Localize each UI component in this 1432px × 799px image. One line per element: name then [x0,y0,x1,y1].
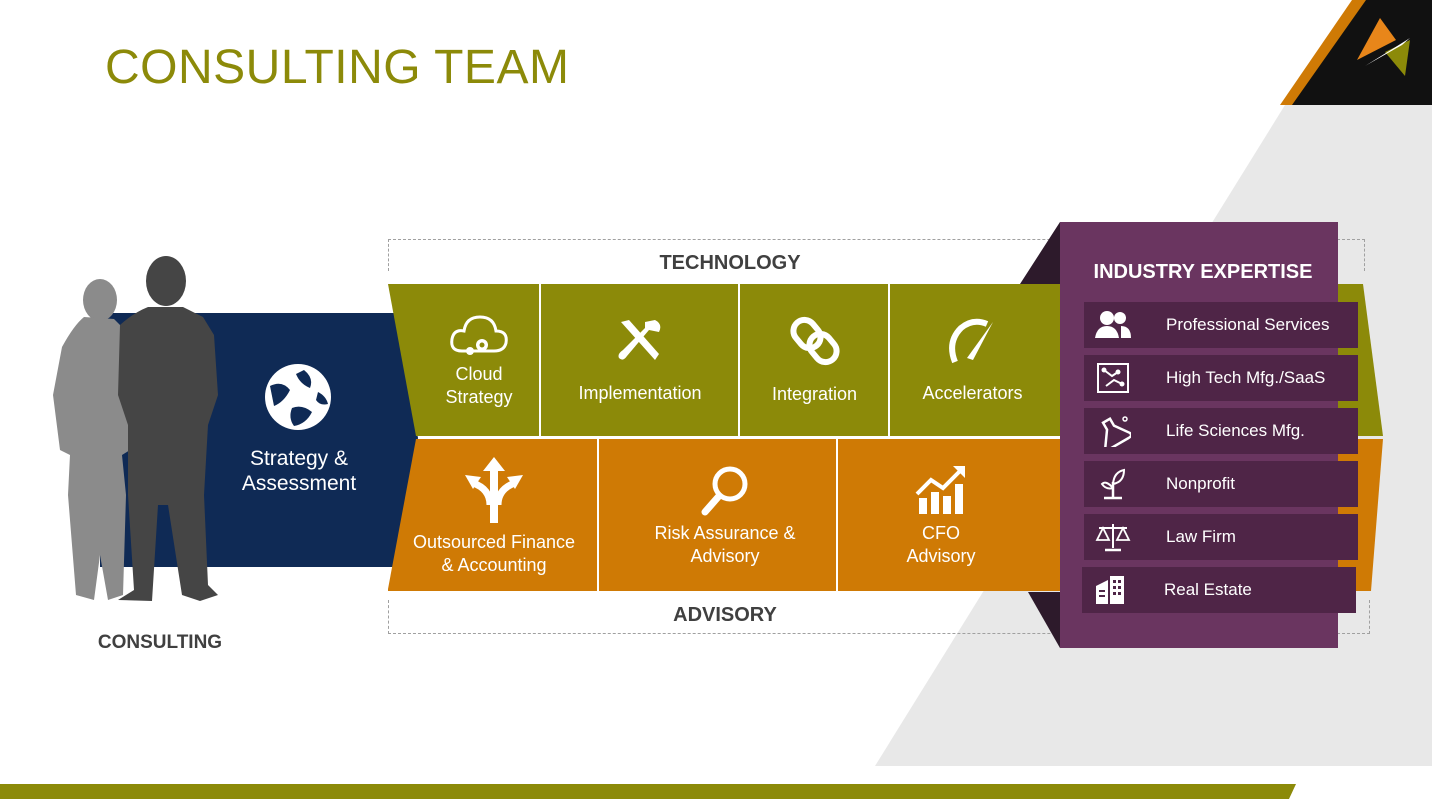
tech-item-integration: Integration [740,290,889,430]
tech-item-label-line1: Integration [771,383,858,404]
advisory-item-outsourced-finance: Outsourced Finance & Accounting [400,448,588,584]
industry-item-law-firm: Law Firm [1084,514,1358,560]
strategy-label-line1: Strategy & [249,447,349,470]
industry-item-life-sciences: Life Sciences Mfg. [1084,408,1358,454]
advisory-label: ADVISORY [673,604,777,626]
tech-item-label-line1: Implementation [578,382,702,403]
industry-item-label: Law Firm [1166,527,1236,546]
strategy-label: Strategy & Assessment [226,446,372,496]
industry-item-label: Nonprofit [1166,474,1235,493]
sprout-icon [1084,468,1142,500]
people-silhouette-icon [53,256,218,601]
magnifier-icon [701,466,748,516]
growth-chart-icon [915,466,965,514]
tools-icon [618,319,661,360]
advisory-item-label-line2: Advisory [690,546,760,566]
split-arrows-icon [465,457,523,523]
circuit-icon [1084,362,1142,394]
advisory-item-label-line2: & Accounting [441,555,547,575]
industry-item-high-tech: High Tech Mfg./SaaS [1084,355,1358,401]
industry-item-nonprofit: Nonprofit [1084,461,1358,507]
advisory-frame [388,600,1370,634]
consulting-label: CONSULTING [97,632,223,653]
tech-item-accelerators: Accelerators [890,290,1055,430]
company-logo [1280,0,1432,105]
building-icon [1082,574,1140,606]
tech-item-label-line1: Cloud [455,364,503,384]
advisory-item-cfo: CFO Advisory [860,448,1022,584]
industry-item-label: Professional Services [1166,315,1330,334]
people-icon [1084,310,1142,340]
advisory-item-label-line1: Risk Assurance & [654,523,796,543]
industry-title: INDUSTRY EXPERTISE [1093,261,1313,283]
industry-panel-shadow [1020,222,1060,648]
industry-item-label: High Tech Mfg./SaaS [1166,368,1326,387]
industry-item-real-estate: Real Estate [1082,567,1356,613]
strategy-label-line2: Assessment [241,472,357,495]
industry-item-label: Life Sciences Mfg. [1166,421,1305,440]
advisory-item-label-line1: CFO [922,523,960,543]
link-icon [789,316,840,365]
scales-icon [1084,522,1142,552]
advisory-item-label-line1: Outsourced Finance [412,532,576,552]
tech-item-implementation: Implementation [541,290,739,430]
tech-item-label-line2: Strategy [445,387,513,407]
technology-frame [388,239,1365,271]
advisory-item-risk-assurance: Risk Assurance & Advisory [620,448,830,584]
tech-item-label-line1: Accelerators [922,382,1023,403]
page-title: CONSULTING TEAM [105,41,570,94]
globe-icon [265,364,331,430]
industry-item-professional-services: Professional Services [1084,302,1358,348]
industry-item-label: Real Estate [1164,580,1252,599]
advisory-item-label-line2: Advisory [906,546,976,566]
speedometer-icon [948,318,993,363]
tech-item-cloud-strategy: Cloud Strategy [418,290,540,430]
technology-label: TECHNOLOGY [659,252,801,274]
cloud-gear-icon [450,315,508,355]
flask-icon [1084,415,1142,447]
